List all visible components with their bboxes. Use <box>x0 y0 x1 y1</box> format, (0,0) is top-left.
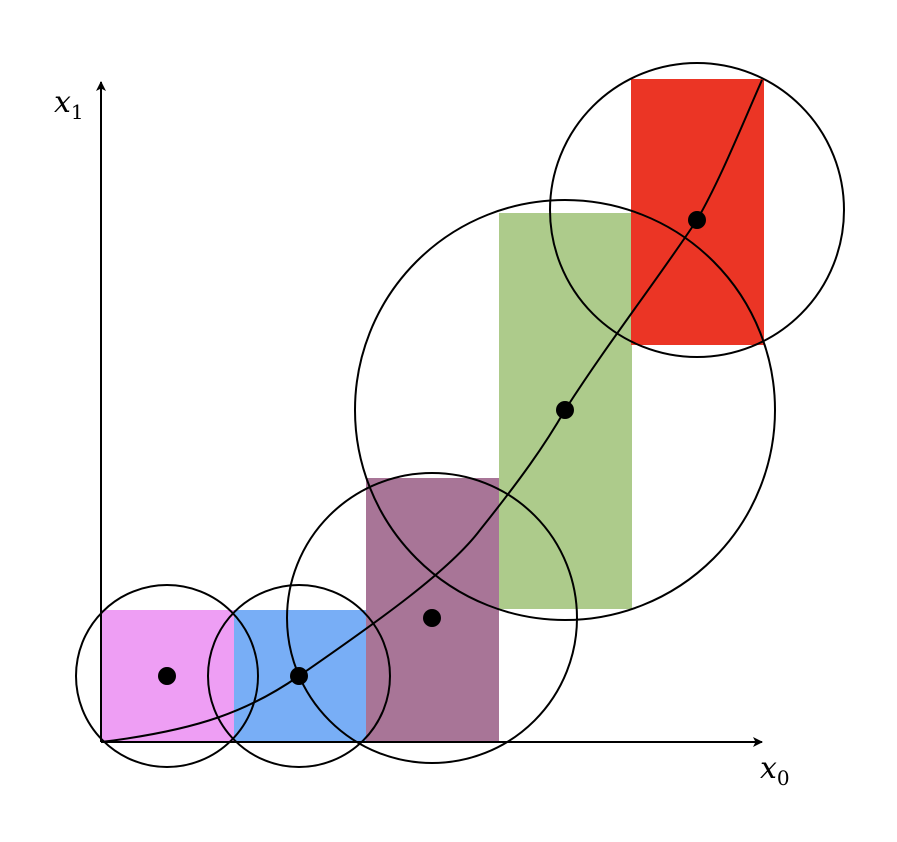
center-point-2 <box>290 667 308 685</box>
region-circle-1 <box>75 584 259 768</box>
y-axis-label-subscript: 1 <box>71 100 84 124</box>
center-point-5 <box>688 211 706 229</box>
center-point-4 <box>556 401 574 419</box>
boxes-layer <box>101 79 764 742</box>
y-axis-label-main: x <box>54 85 71 120</box>
center-point-3 <box>423 609 441 627</box>
y-axis-label: x1 <box>54 85 84 124</box>
region-circle-5 <box>549 62 845 358</box>
points-layer <box>158 211 706 685</box>
x-axis-label-subscript: 0 <box>777 766 790 790</box>
x-axis-label-main: x <box>760 751 777 786</box>
x-axis-label: x0 <box>760 751 790 790</box>
region-circle-2 <box>207 584 391 768</box>
region-circle-4 <box>354 199 776 621</box>
circles-layer <box>75 62 845 768</box>
region-circle-3 <box>286 472 578 764</box>
center-point-1 <box>158 667 176 685</box>
